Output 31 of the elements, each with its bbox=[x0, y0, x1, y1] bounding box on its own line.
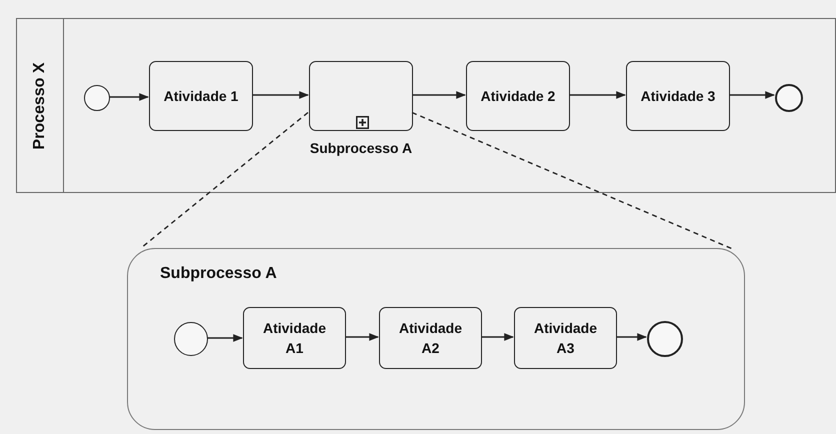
dashed-expansion-line bbox=[140, 112, 308, 249]
subprocess-label: Subprocesso A bbox=[310, 140, 412, 156]
task-box bbox=[379, 307, 482, 369]
sequence-arrow bbox=[207, 334, 243, 342]
pool-lane bbox=[16, 18, 836, 193]
task-label: Atividade 3 bbox=[640, 86, 716, 106]
sequence-arrow bbox=[109, 93, 149, 101]
subprocess-title: Subprocesso A bbox=[160, 265, 277, 283]
sequence-arrow bbox=[616, 333, 647, 341]
start-event bbox=[84, 85, 110, 111]
task-label: Atividade A3 bbox=[532, 318, 598, 358]
task-label: Atividade A1 bbox=[262, 318, 327, 358]
end-event bbox=[647, 321, 683, 357]
sequence-arrow bbox=[345, 333, 379, 341]
sequence-arrow bbox=[729, 91, 775, 99]
sequence-arrow bbox=[412, 91, 466, 99]
task-box bbox=[626, 61, 730, 131]
end-event bbox=[775, 84, 803, 112]
expanded-subprocess bbox=[127, 248, 745, 430]
task-label: Atividade 1 bbox=[162, 86, 240, 106]
sequence-arrow bbox=[481, 333, 514, 341]
task-label: Atividade 2 bbox=[480, 86, 556, 106]
start-event bbox=[174, 322, 208, 356]
sequence-arrow bbox=[252, 91, 309, 99]
task-box bbox=[514, 307, 617, 369]
task-label: Atividade A2 bbox=[398, 318, 463, 358]
task-box bbox=[149, 61, 253, 131]
task-box bbox=[466, 61, 570, 131]
task-box bbox=[243, 307, 346, 369]
sequence-arrow bbox=[569, 91, 626, 99]
pool-title: Processo X bbox=[31, 62, 49, 150]
